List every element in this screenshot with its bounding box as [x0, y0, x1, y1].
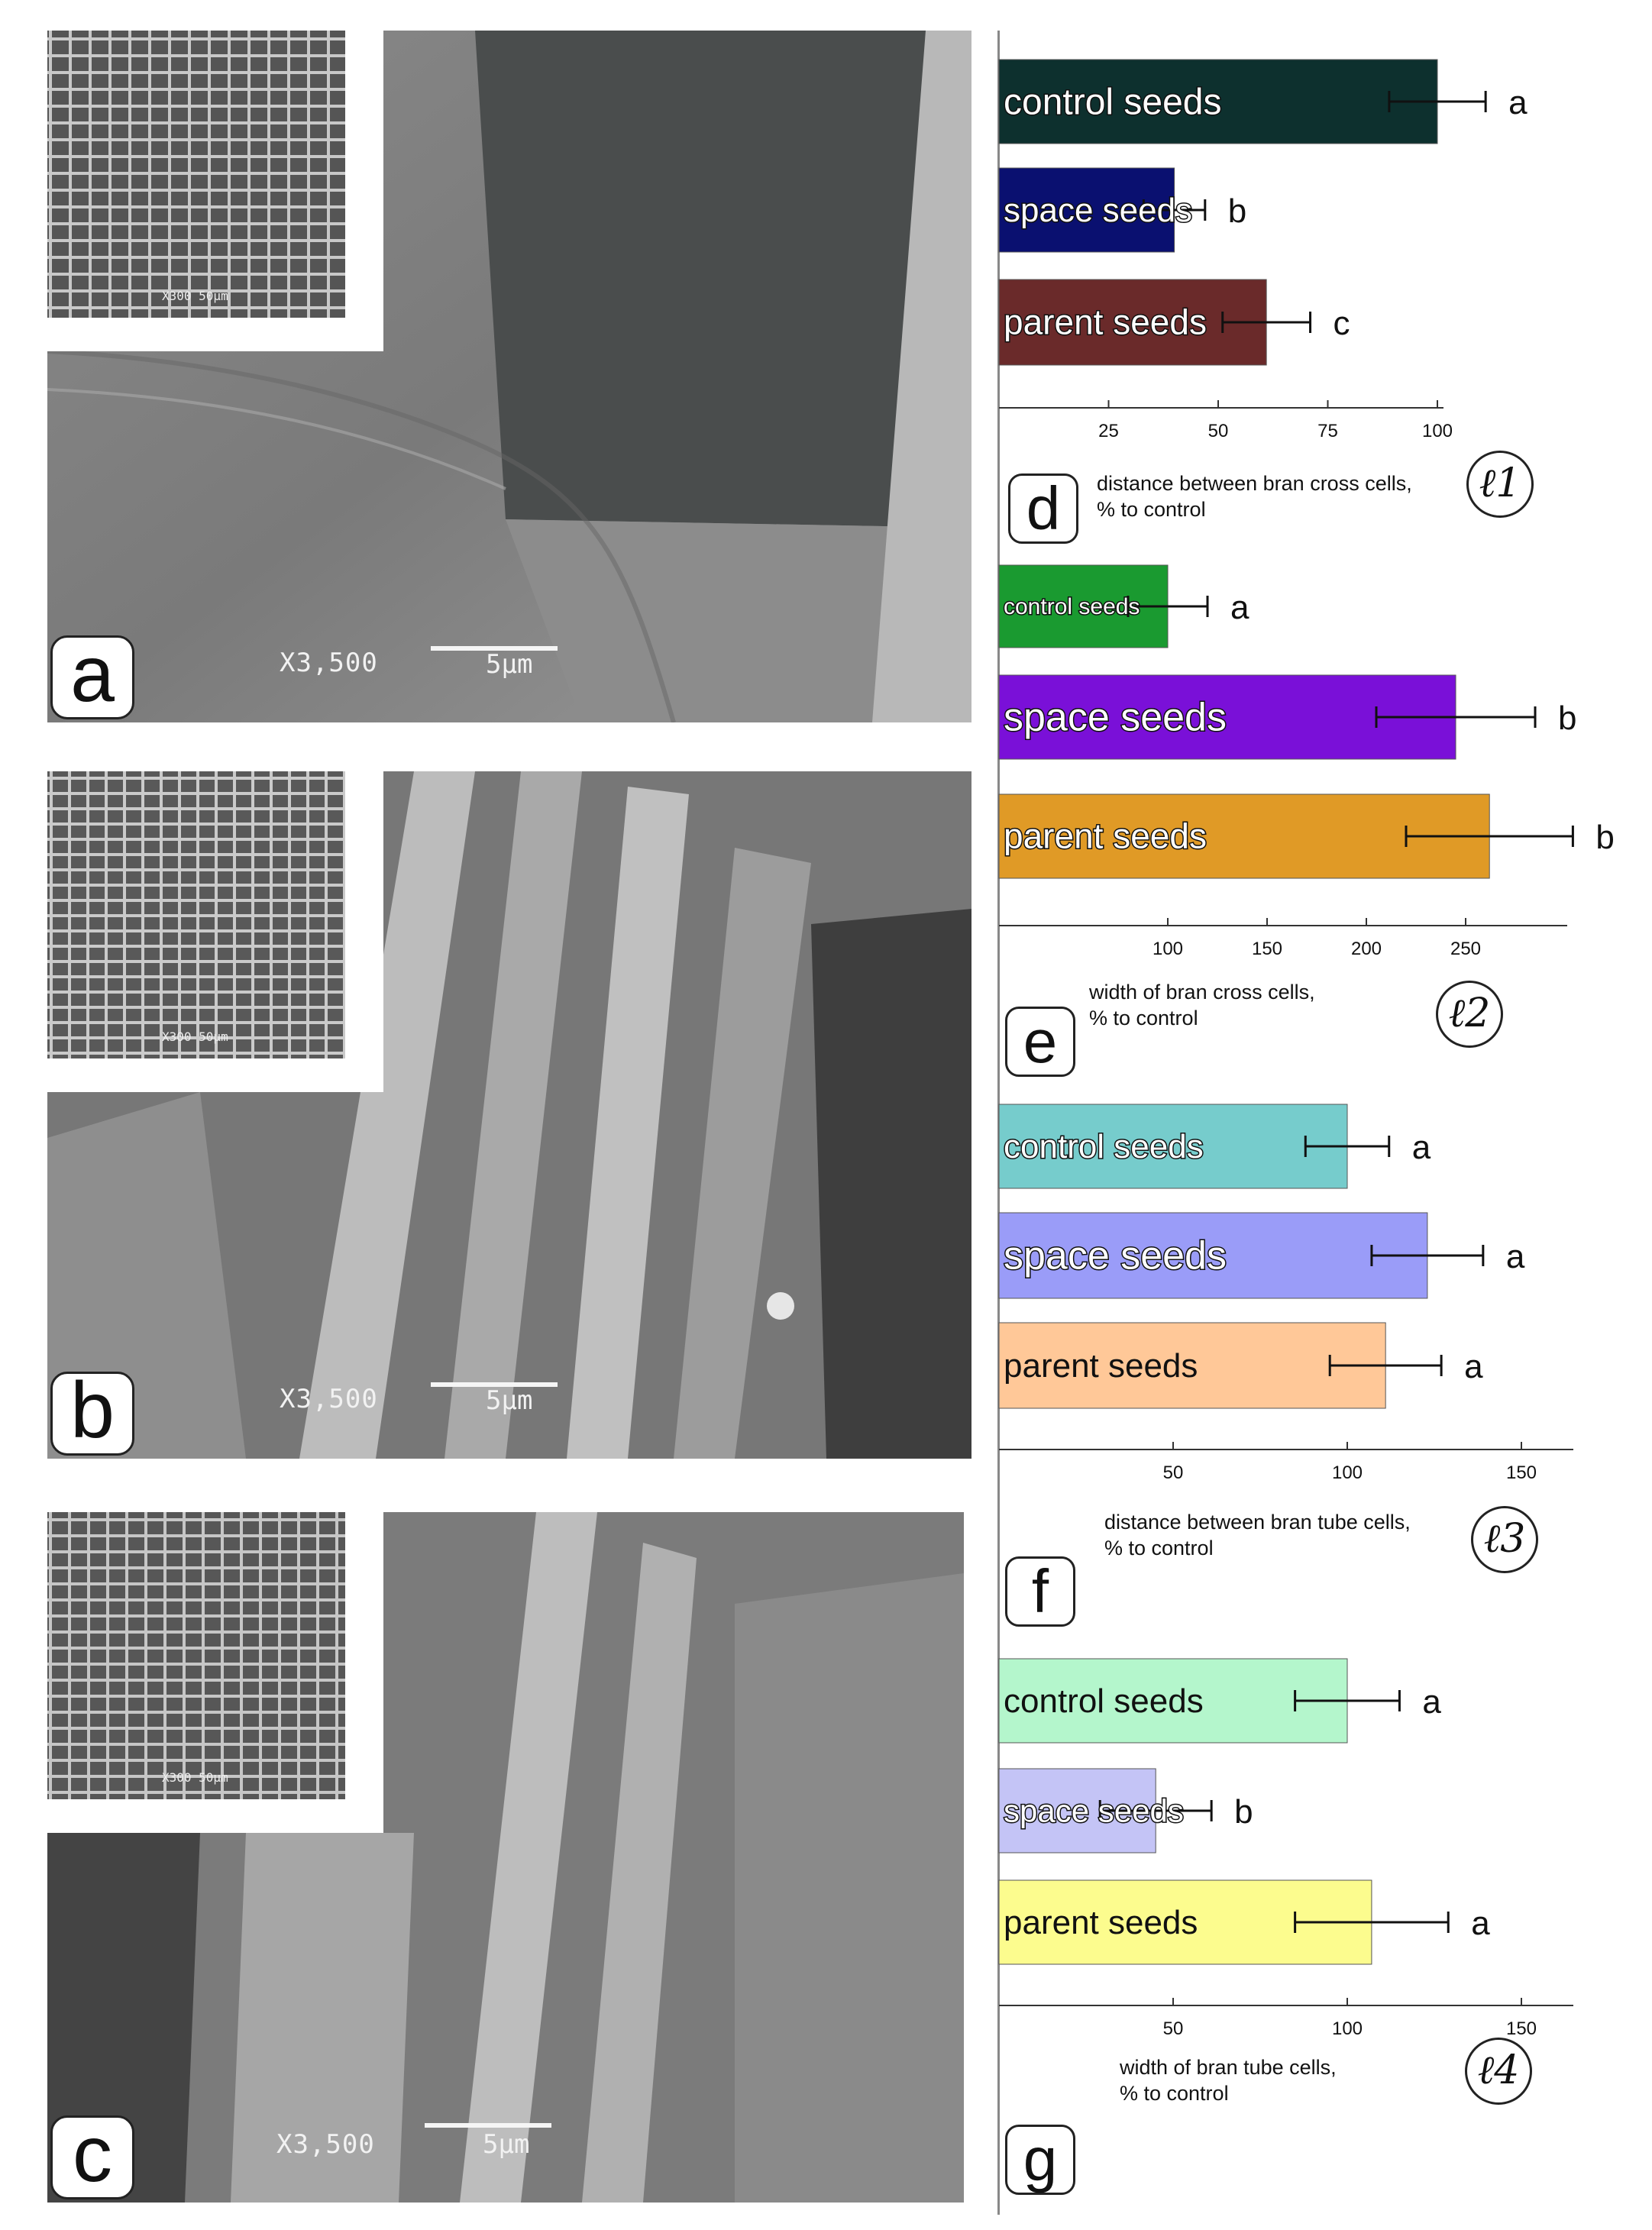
category-label: control seeds	[1004, 82, 1222, 122]
category-label: control seeds	[1004, 1128, 1204, 1165]
bar	[998, 59, 1438, 144]
significance-letter: a	[1230, 589, 1250, 626]
scale-text-c: 5µm	[483, 2129, 530, 2160]
x-tick-label: 50	[1208, 421, 1229, 441]
axis-title: distance between bran cross cells, % to …	[1097, 472, 1412, 521]
bar	[998, 1322, 1386, 1409]
significance-letter: a	[1471, 1905, 1490, 1942]
category-label: space seeds	[1004, 1792, 1184, 1828]
category-label: space seeds	[1004, 1234, 1227, 1278]
category-label: space seeds	[1004, 192, 1192, 229]
category-label: parent seeds	[1004, 1347, 1198, 1385]
significance-letter: b	[1558, 700, 1576, 737]
x-tick-label: 250	[1450, 939, 1481, 959]
x-tick-label: 75	[1317, 421, 1338, 441]
x-tick-label: 100	[1332, 1462, 1363, 1483]
x-tick-label: 200	[1351, 939, 1382, 959]
x-tick-label: 50	[1163, 2018, 1184, 2039]
significance-letter: a	[1422, 1683, 1441, 1721]
magnification-label-c: X3,500	[276, 2129, 375, 2160]
significance-letter: a	[1412, 1129, 1431, 1166]
magnification-label-a: X3,500	[280, 648, 378, 678]
significance-letter: b	[1595, 819, 1614, 856]
bar	[998, 1212, 1428, 1299]
axis-title: width of bran cross cells, % to control	[1089, 981, 1315, 1029]
category-label: space seeds	[1004, 696, 1227, 740]
scale-bar-c	[425, 2123, 551, 2128]
significance-letter: c	[1334, 305, 1350, 342]
inset-image-a: X300 50µm	[47, 31, 345, 318]
magnification-label-b: X3,500	[280, 1384, 378, 1414]
panel-letter-b: b	[50, 1371, 134, 1456]
significance-letter: b	[1234, 1793, 1253, 1831]
inset-c: X300 50µm	[47, 1512, 383, 1833]
panel-letter-a: a	[50, 635, 134, 719]
category-label: control seeds	[1004, 594, 1140, 619]
inset-label-c: X300 50µm	[162, 1770, 228, 1785]
sem-panel-a: X300 50µm X3,500 5µm a	[47, 31, 971, 722]
inset-image-b: X300 50µm	[47, 771, 345, 1058]
x-tick-label: 100	[1422, 421, 1453, 441]
scale-bar-a	[431, 646, 558, 651]
inset-label-a: X300 50µm	[162, 289, 228, 303]
scale-text-b: 5µm	[486, 1385, 533, 1416]
panel-letter-d: d	[1008, 473, 1078, 544]
panel-id-circle: ℓ3	[1471, 1506, 1538, 1573]
significance-letter: b	[1228, 192, 1246, 230]
inset-label-b: X300 50µm	[162, 1029, 228, 1044]
significance-letter: a	[1506, 1238, 1525, 1275]
panel-letter-c: c	[50, 2115, 134, 2199]
panel-letter-g: g	[1005, 2125, 1075, 2195]
panel-id-circle: ℓ1	[1466, 451, 1534, 518]
significance-letter: a	[1508, 84, 1528, 121]
x-tick-label: 150	[1506, 2018, 1537, 2039]
x-tick-label: 150	[1506, 1462, 1537, 1483]
x-tick-label: 50	[1163, 1462, 1184, 1483]
inset-b: X300 50µm	[47, 771, 383, 1092]
x-tick-label: 100	[1153, 939, 1183, 959]
sem-image-c	[47, 1512, 964, 2203]
sem-panel-b: X300 50µm X3,500 5µm b	[47, 771, 971, 1459]
panel-letter-e: e	[1005, 1007, 1075, 1077]
panel-id-circle: ℓ4	[1465, 2038, 1532, 2105]
inset-image-c: X300 50µm	[47, 1512, 345, 1799]
category-label: parent seeds	[1004, 816, 1207, 856]
axis-title: distance between bran tube cells, % to c…	[1104, 1511, 1411, 1559]
scale-bar-b	[431, 1382, 558, 1387]
category-label: control seeds	[1004, 1682, 1204, 1720]
category-label: parent seeds	[1004, 302, 1207, 342]
axis-title: width of bran tube cells, % to control	[1120, 2056, 1337, 2105]
sem-panel-c: X300 50µm X3,500 5µm c	[47, 1512, 964, 2203]
category-label: parent seeds	[1004, 1904, 1198, 1941]
x-tick-label: 150	[1252, 939, 1282, 959]
scale-text-a: 5µm	[486, 649, 533, 680]
significance-letter: a	[1464, 1348, 1483, 1385]
panel-letter-f: f	[1005, 1556, 1075, 1627]
panel-id-circle: ℓ2	[1436, 981, 1503, 1048]
inset-a: X300 50µm	[47, 31, 383, 351]
bar	[998, 1658, 1348, 1744]
x-tick-label: 25	[1098, 421, 1119, 441]
x-tick-label: 100	[1332, 2018, 1363, 2039]
